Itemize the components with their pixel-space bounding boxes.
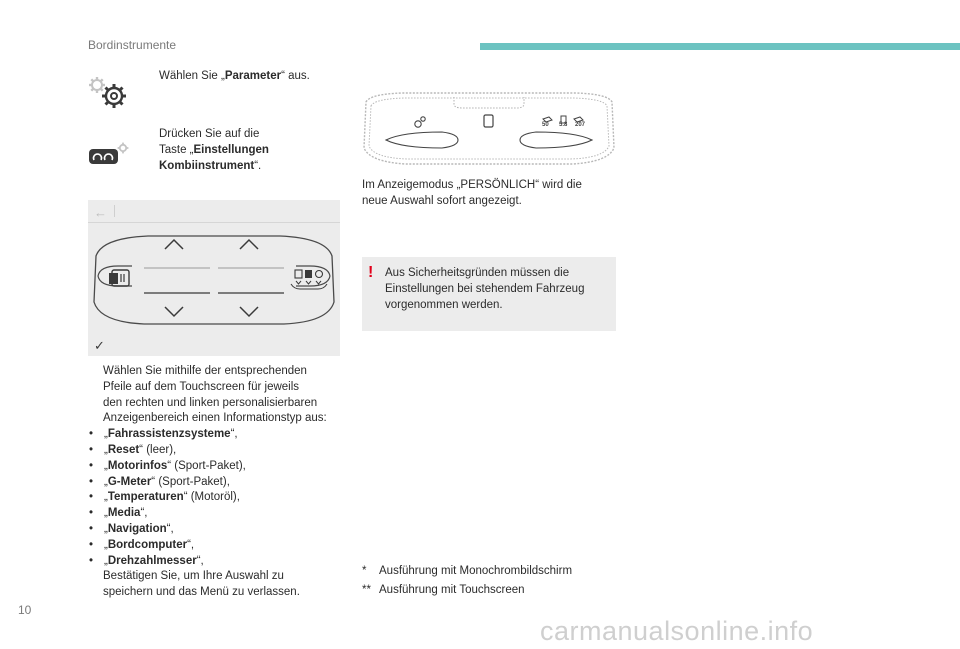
list-item: •„Reset“ (leer), [89,443,177,456]
step-press-cluster-settings: Drücken Sie auf die Taste „Einstellungen… [159,128,269,172]
right-down-arrow-button[interactable] [239,306,259,318]
back-arrow-button[interactable]: ← [94,205,107,220]
confirm-check-button[interactable]: ✓ [94,338,105,353]
cluster-value-1: 50 [542,122,549,128]
list-item: •„Fahrassistenzsysteme“, [89,428,238,441]
cluster-value-2: 5.8 [559,122,568,128]
step-select-parameter: Wählen Sie „Parameter“ aus. [159,70,310,82]
cluster-settings-icon [89,142,129,164]
left-down-arrow-button[interactable] [164,306,184,318]
instrument-cluster-icon [109,269,130,287]
list-item: •„Navigation“, [89,522,174,535]
footnote-touchscreen: **Ausführung mit Touchscreen [362,584,525,596]
cluster-preview [93,235,335,325]
cluster-display-illustration [363,92,615,165]
list-item: •„Drehzahlmesser“, [89,554,204,567]
watermark: carmanualsonline.info [540,616,814,646]
list-item: •„Motorinfos“ (Sport-Paket), [89,459,246,472]
back-divider [114,205,115,217]
page-number: 10 [18,603,32,617]
list-item: •„Bordcomputer“, [89,538,195,551]
cluster-value-3: 207 [575,122,586,128]
list-item: •„Temperaturen“ (Motoröl), [89,491,240,504]
left-up-arrow-button[interactable] [164,238,184,250]
safety-warning-text: Aus Sicherheitsgründen müssen die Einste… [385,267,585,311]
header-accent-bar [480,43,960,50]
settings-keyword: Einstellungen [193,144,269,156]
footnote-monochrome: *Ausführung mit Monochrombildschirm [362,565,573,577]
sport-gauges-icon [290,269,328,290]
safety-warning-box [362,257,616,331]
list-item: •„G-Meter“ (Sport-Paket), [89,475,230,488]
personal-mode-text: Im Anzeigemodus „PERSÖNLICH“ wird die ne… [362,179,582,207]
cluster-keyword: Kombiinstrument [159,160,255,172]
parameter-keyword: Parameter [224,70,282,82]
warning-icon: ! [368,264,374,281]
right-up-arrow-button[interactable] [239,238,259,250]
panel-header-divider [88,222,340,223]
instructions-list: Wählen Sie mithilfe der entsprechenden P… [88,364,346,601]
settings-gears-icon [89,77,126,108]
list-item: •„Media“, [89,507,148,520]
section-title: Bordinstrumente [88,38,177,52]
